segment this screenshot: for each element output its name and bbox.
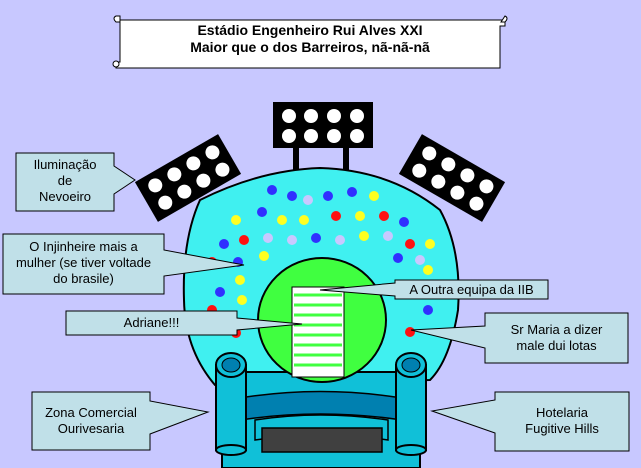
other-team-line-1: A Outra equipa da IIB	[409, 282, 534, 297]
callout-sr-maria-text: Sr Maria a dizer male dui lotas	[485, 322, 628, 354]
right-tower	[395, 352, 427, 456]
floodlight-right	[398, 134, 506, 222]
callout-commercial-text: Zona Comercial Ourivesaria	[32, 405, 150, 437]
commercial-line-2: Ourivesaria	[57, 421, 125, 436]
pitch-board	[291, 286, 345, 378]
callout-hotel	[430, 391, 630, 452]
floodlight-top	[273, 102, 373, 148]
stadium-base	[221, 371, 421, 468]
callout-commercial	[31, 391, 210, 451]
title-line-2: Maior que o dos Barreiros, nã-nã-nã	[190, 39, 430, 55]
page-title: Estádio Engenheiro Rui Alves XXI Maior q…	[122, 22, 498, 56]
engineer-line-1: O Injinheire mais a	[29, 239, 138, 254]
callout-other-team	[319, 279, 549, 300]
callout-lighting-text: Iluminação de Nevoeiro	[16, 157, 114, 205]
callout-adriane	[65, 310, 303, 336]
commercial-line-1: Zona Comercial	[45, 405, 137, 420]
lighting-line-1: Iluminação	[33, 157, 97, 172]
title-line-1: Estádio Engenheiro Rui Alves XXI	[197, 22, 423, 38]
hotel-line-1: Hotelaria	[535, 405, 589, 420]
callout-adriane-text: Adriane!!!	[66, 315, 237, 331]
title-scroll	[112, 15, 508, 69]
adriane-line-1: Adriane!!!	[123, 315, 180, 330]
hotel-line-2: Fugitive Hills	[525, 421, 599, 436]
engineer-line-2: mulher (se tiver voltade	[15, 255, 152, 270]
callout-sr-maria	[410, 312, 629, 364]
lighting-line-2: de	[57, 173, 73, 188]
callout-engineer-text: O Injinheire mais a mulher (se tiver vol…	[3, 239, 164, 287]
callout-hotel-text: Hotelaria Fugitive Hills	[495, 405, 629, 437]
sr-maria-line-1: Sr Maria a dizer	[510, 322, 603, 337]
left-tower	[215, 352, 247, 456]
callout-other-team-text: A Outra equipa da IIB	[395, 282, 548, 298]
engineer-line-3: do brasile)	[53, 271, 114, 286]
sr-maria-line-2: male dui lotas	[516, 338, 597, 353]
callout-engineer	[2, 233, 245, 295]
callout-lighting	[15, 152, 136, 212]
floodlight-left	[134, 134, 242, 222]
lighting-line-3: Nevoeiro	[38, 189, 92, 204]
